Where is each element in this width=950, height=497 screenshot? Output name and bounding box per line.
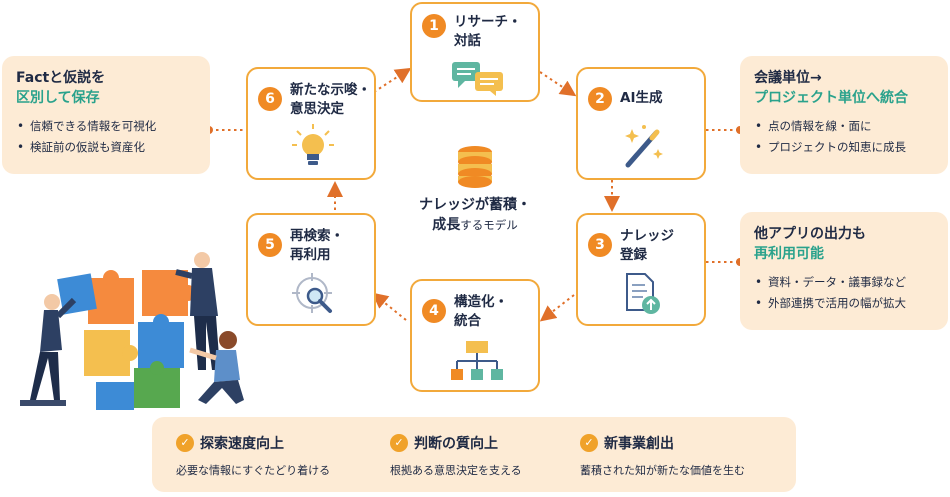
- note-item: 資料・データ・議事録など: [754, 272, 934, 293]
- step-number: 1: [422, 14, 446, 38]
- step-title: 新たな示唆・意思決定: [290, 82, 371, 117]
- step-research-reuse: 5 再検索・再利用: [246, 213, 376, 326]
- step-title: リサーチ・対話: [454, 14, 522, 49]
- database-icon: [458, 146, 492, 188]
- arrow-1-to-2: [539, 71, 577, 97]
- step-number: 6: [258, 87, 282, 111]
- step-number: 3: [588, 233, 612, 257]
- step-number: 5: [258, 233, 282, 257]
- note-title: 会議単位→プロジェクト単位へ統合: [754, 70, 908, 106]
- step-research-dialogue: 1 リサーチ・対話: [410, 2, 540, 102]
- note-meeting-to-project: 会議単位→プロジェクト単位へ統合 点の情報を線・面に プロジェクトの知恵に成長: [740, 56, 948, 174]
- step-number: 4: [422, 299, 446, 323]
- benefit-new-business: ✓新事業創出 蓄積された知が新たな価値を生む: [580, 434, 745, 477]
- arrow-6-to-1: [373, 67, 412, 93]
- chat-icon: [452, 62, 503, 96]
- step-title: ナレッジ登録: [620, 228, 674, 263]
- benefit-description: 根拠ある意思決定を支える: [390, 464, 522, 477]
- note-item: プロジェクトの知恵に成長: [754, 137, 934, 158]
- step-ai-generation: 2 AI生成: [576, 67, 706, 180]
- step-number: 2: [588, 87, 612, 111]
- magic-wand-icon: [625, 125, 663, 168]
- center-model: ナレッジが蓄積・ 成長するモデル: [407, 145, 543, 249]
- search-target-icon: [292, 273, 332, 313]
- step-title: AI生成: [620, 90, 663, 106]
- arrow-3-to-4: [539, 294, 575, 322]
- check-icon: ✓: [176, 434, 194, 452]
- step-knowledge-registration: 3 ナレッジ登録: [576, 213, 706, 326]
- arrow-4-to-5: [371, 292, 407, 321]
- puzzle-illustration: [20, 252, 244, 410]
- benefit-description: 必要な情報にすぐたどり着ける: [176, 464, 331, 477]
- org-chart-icon: [451, 341, 503, 380]
- check-icon: ✓: [580, 434, 598, 452]
- benefits-panel: ✓探索速度向上 必要な情報にすぐたどり着ける ✓判断の質向上 根拠ある意思決定を…: [152, 417, 796, 492]
- note-item: 外部連携で活用の幅が拡大: [754, 293, 934, 314]
- note-title: Factと仮説を区別して保存: [16, 70, 106, 106]
- benefit-search-speed: ✓探索速度向上 必要な情報にすぐたどり着ける: [176, 434, 331, 477]
- benefit-description: 蓄積された知が新たな価値を生む: [580, 464, 745, 477]
- lightbulb-icon: [292, 124, 334, 165]
- step-title: 再検索・再利用: [290, 228, 344, 263]
- step-structuring-integration: 4 構造化・統合: [410, 279, 540, 392]
- note-item: 検証前の仮説も資産化: [16, 137, 196, 158]
- document-upload-icon: [626, 273, 660, 314]
- note-title: 他アプリの出力も再利用可能: [754, 226, 866, 262]
- step-title: 構造化・統合: [454, 294, 508, 329]
- note-item: 点の情報を線・面に: [754, 116, 934, 137]
- step-new-insights-decisions: 6 新たな示唆・意思決定: [246, 67, 376, 180]
- check-icon: ✓: [390, 434, 408, 452]
- benefit-decision-quality: ✓判断の質向上 根拠ある意思決定を支える: [390, 434, 522, 477]
- note-item: 信頼できる情報を可視化: [16, 116, 196, 137]
- center-title: ナレッジが蓄積・ 成長するモデル: [419, 197, 531, 233]
